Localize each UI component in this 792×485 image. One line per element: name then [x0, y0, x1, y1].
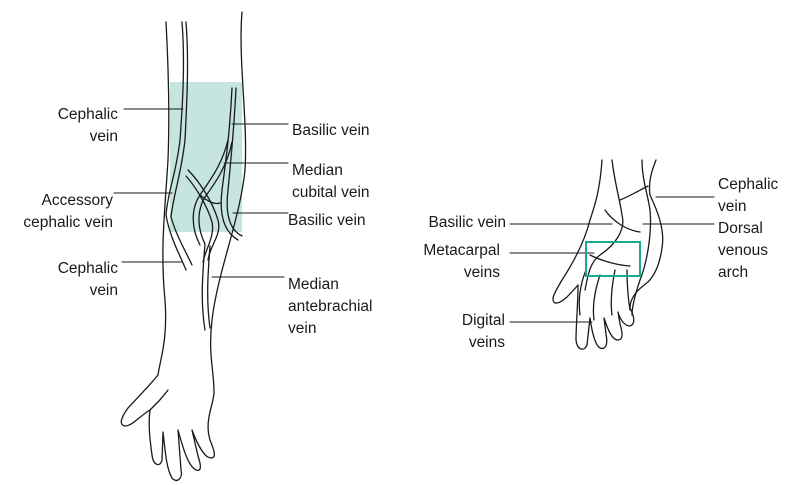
label-dorsal-venous-arch: Dorsal venous arch	[718, 218, 768, 284]
label-median-antebrachial-vein: Median antebrachial vein	[288, 274, 372, 340]
label-metacarpal-veins: Metacarpal veins	[398, 240, 500, 284]
label-digital-veins: Digital veins	[430, 310, 505, 354]
label-hand-cephalic-vein: Cephalic vein	[718, 174, 778, 218]
label-basilic-vein-lower: Basilic vein	[288, 210, 366, 232]
label-hand-basilic-vein: Basilic vein	[398, 212, 506, 234]
label-median-cubital-vein: Median cubital vein	[292, 160, 370, 204]
label-cephalic-vein-lower: Cephalic vein	[38, 258, 118, 302]
label-basilic-vein-upper: Basilic vein	[292, 120, 370, 142]
hand-veins	[579, 160, 650, 320]
label-accessory-cephalic-vein: Accessory cephalic vein	[0, 190, 113, 234]
dorsal-arch-box	[586, 242, 640, 276]
label-cephalic-vein-upper: Cephalic vein	[38, 104, 118, 148]
